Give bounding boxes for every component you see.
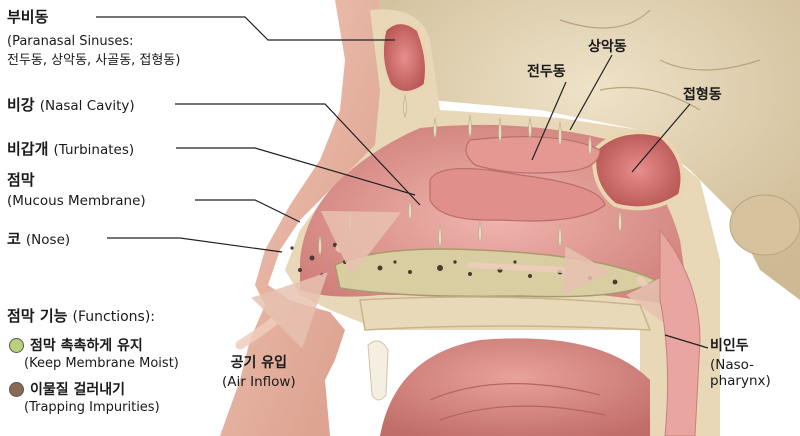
label-air-inflow: 공기 유입 (Air Inflow) xyxy=(222,355,296,390)
trap-dot-icon xyxy=(9,381,24,397)
turbinates-ko: 비갑개 xyxy=(7,140,49,158)
tooth xyxy=(367,340,389,401)
function-item-moist: 점막 촉촉하게 유지 xyxy=(9,335,143,355)
functions-title: 점막 기능 (Functions): xyxy=(7,306,155,326)
sinuses-list: 전두동, 상악동, 사골동, 접형동) xyxy=(7,52,181,68)
sphenoid-sinus xyxy=(592,130,685,211)
turbinate-middle xyxy=(429,168,606,222)
turbinate-upper xyxy=(465,136,601,174)
label-turbinates: 비갑개 (Turbinates) xyxy=(7,139,134,158)
nasopharynx-en2: pharynx) xyxy=(710,372,771,389)
sinuses-ko: 부비동 xyxy=(7,8,49,26)
function-moist-en: (Keep Membrane Moist) xyxy=(24,356,179,371)
tongue xyxy=(380,338,650,436)
nose-ko: 코 xyxy=(7,230,21,248)
nasopharynx-ko: 비인두 xyxy=(710,338,749,354)
label-maxillary-sinus: 상악동 xyxy=(588,39,627,55)
function-trap-ko: 이물질 걸러내기 xyxy=(30,382,126,398)
label-frontal-sinus: 전두동 xyxy=(527,64,566,80)
sinuses-en: (Paranasal Sinuses: xyxy=(7,34,134,50)
mucous-en: (Mucous Membrane) xyxy=(7,193,146,210)
skull xyxy=(340,0,800,300)
label-sphenoid-sinus: 접형동 xyxy=(683,87,722,103)
label-nose: 코 (Nose) xyxy=(7,229,70,248)
label-sinuses: 부비동 (Paranasal Sinuses: 전두동, 상악동, 사골동, 접… xyxy=(7,7,180,68)
function-moist-ko: 점막 촉촉하게 유지 xyxy=(30,338,143,354)
turbinates-en: (Turbinates) xyxy=(53,142,135,158)
functions-title-ko: 점막 기능 xyxy=(7,307,68,325)
airflow-arrows xyxy=(235,210,677,350)
function-trap-en: (Trapping Impurities) xyxy=(24,400,160,415)
mucous-ko: 점막 xyxy=(7,171,35,189)
label-nasal-cavity: 비강 (Nasal Cavity) xyxy=(7,95,135,114)
nose-en: (Nose) xyxy=(25,232,71,248)
nasopharynx-en1: (Naso- xyxy=(710,356,755,373)
air-inflow-ko: 공기 유입 xyxy=(230,355,288,371)
mucus-drips xyxy=(318,94,622,256)
function-item-trap: 이물질 걸러내기 xyxy=(9,379,125,399)
air-inflow-en: (Air Inflow) xyxy=(222,373,296,390)
nasal-cavity-ko: 비강 xyxy=(7,96,35,114)
hard-palate xyxy=(359,296,652,331)
leader-lines xyxy=(96,16,709,349)
nasal-cavity-en: (Nasal Cavity) xyxy=(39,98,135,114)
label-mucous: 점막 (Mucous Membrane) xyxy=(7,170,146,209)
moist-dot-icon xyxy=(9,337,24,353)
label-nasopharynx: 비인두 (Naso- pharynx) xyxy=(710,338,771,389)
frontal-sinus xyxy=(380,21,428,94)
pharynx xyxy=(659,228,701,436)
functions-title-en: (Functions): xyxy=(72,309,156,325)
